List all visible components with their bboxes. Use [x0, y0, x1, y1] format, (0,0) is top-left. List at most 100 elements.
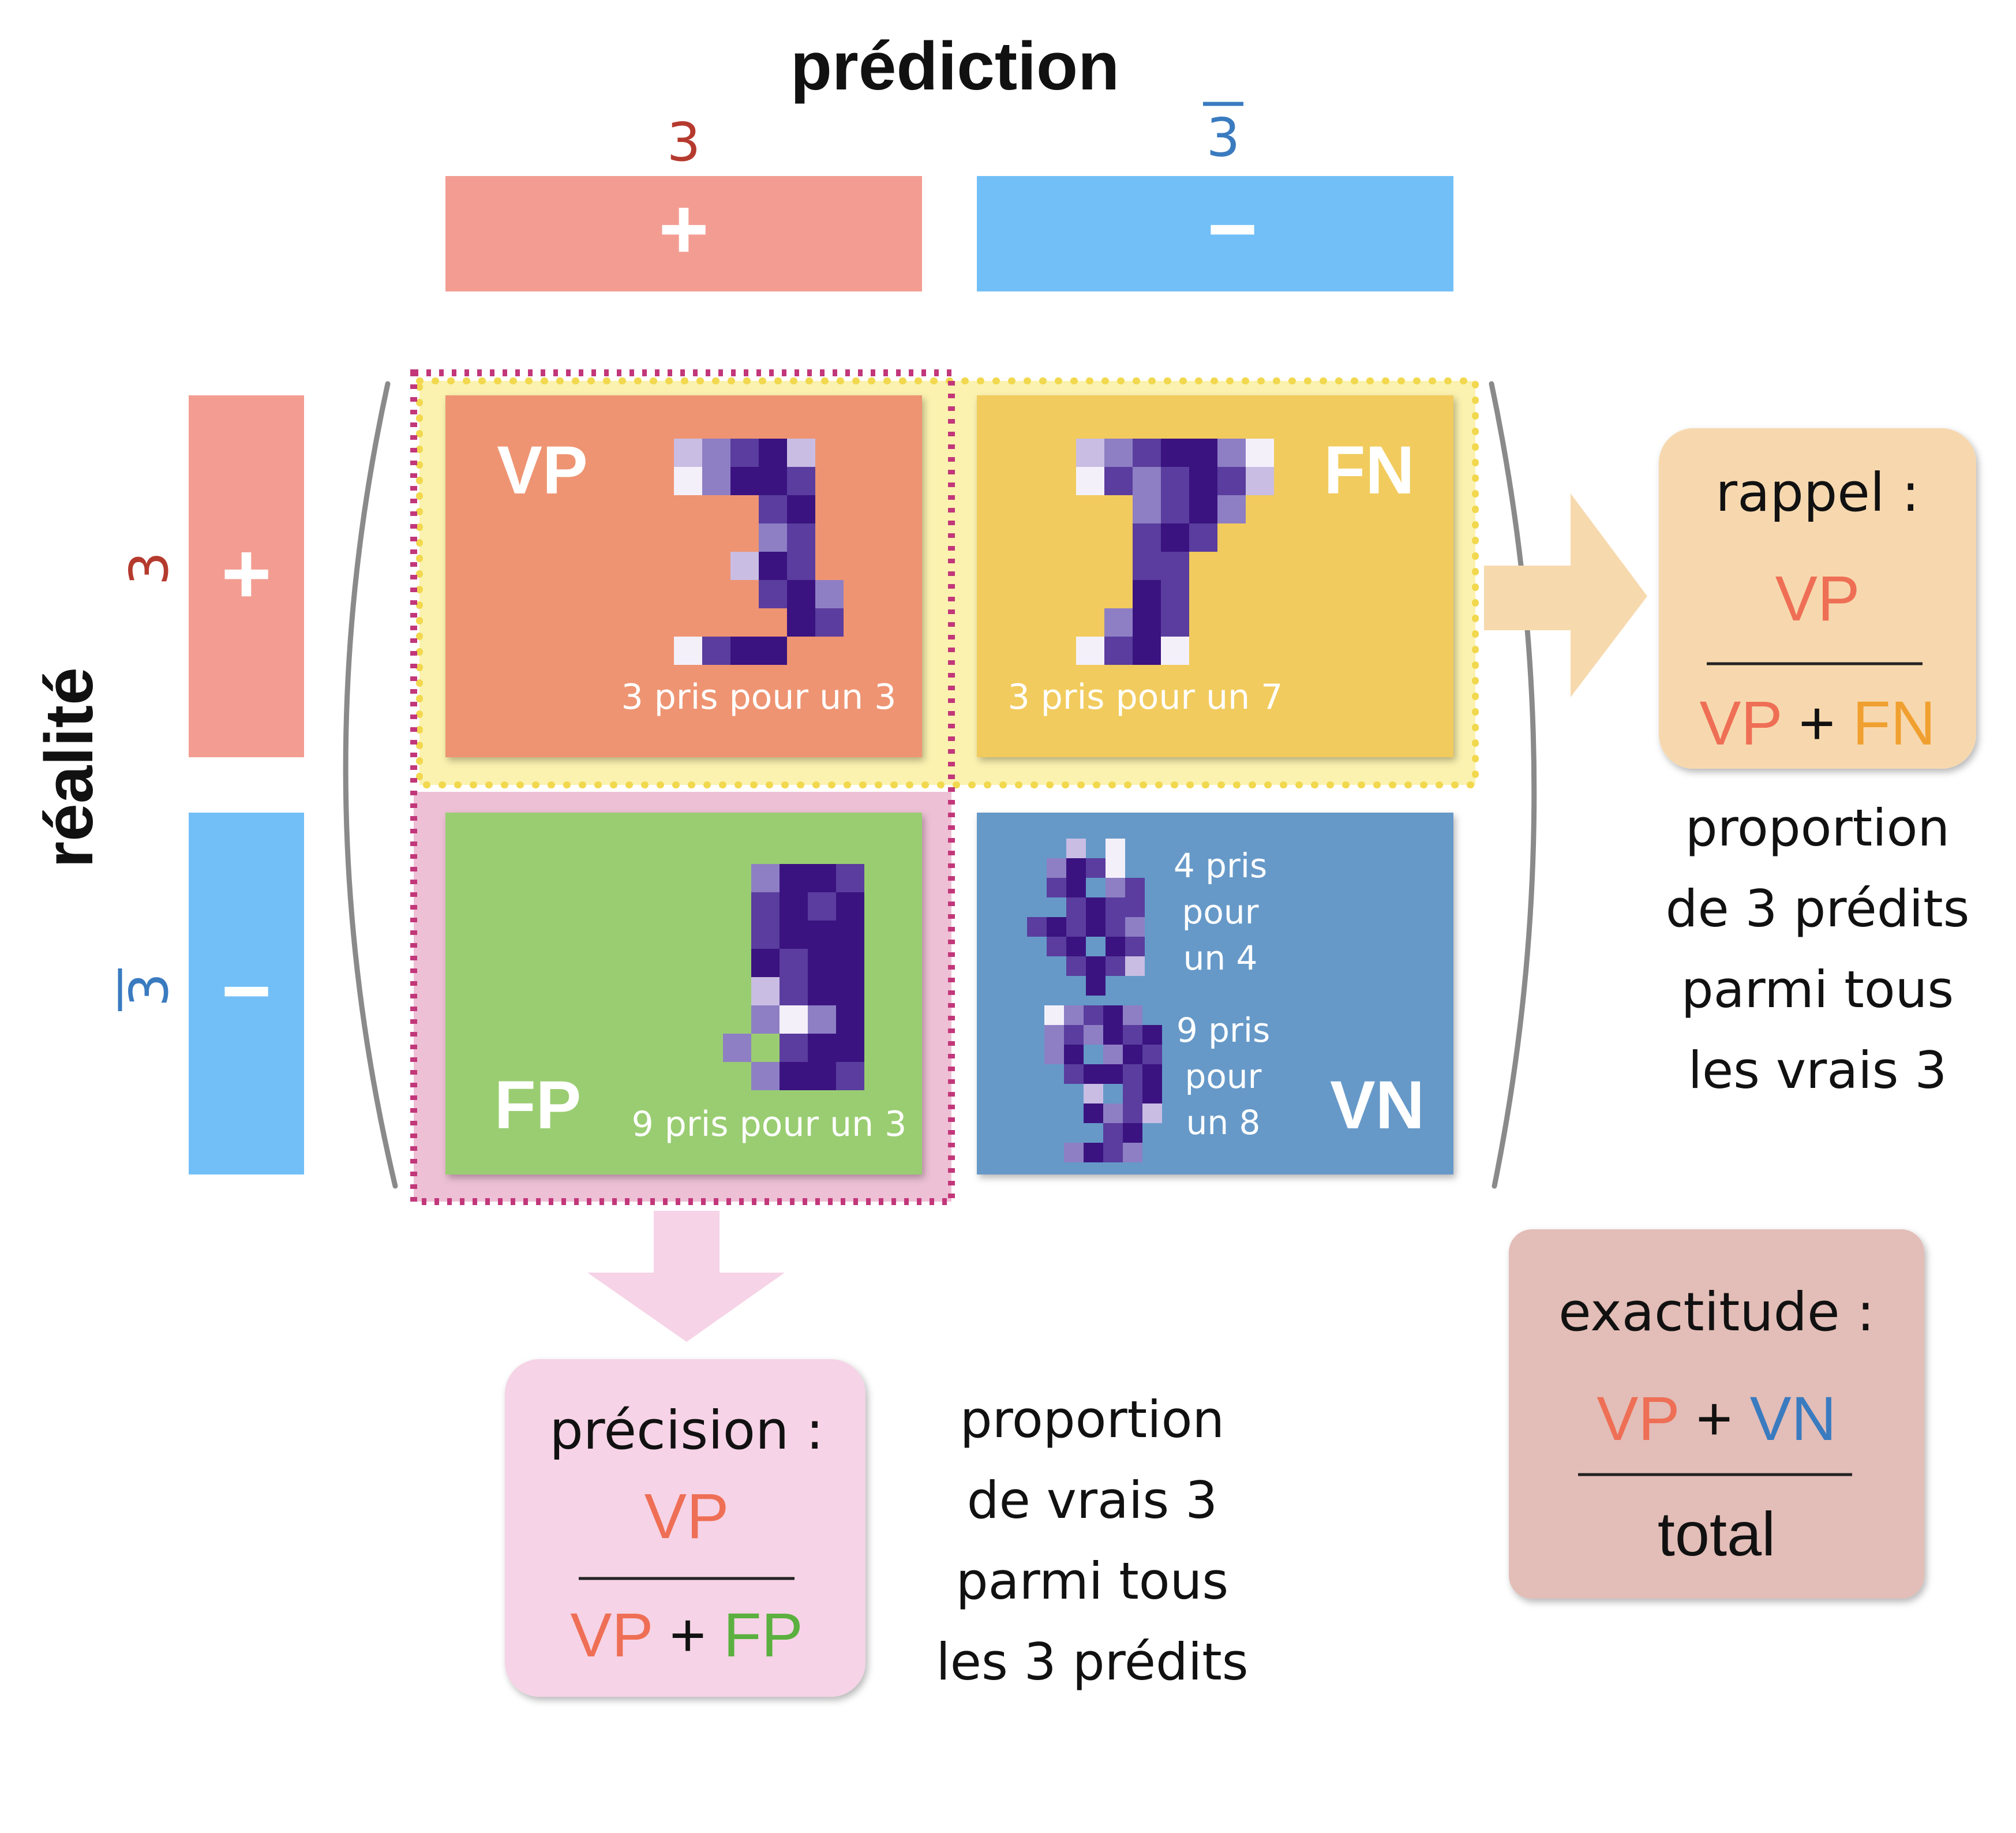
- precision-denominator: VP + FP: [570, 1600, 803, 1670]
- digit-pixel: [674, 637, 702, 665]
- digit-image-vp: [674, 439, 844, 665]
- digit-pixel: [1217, 439, 1246, 467]
- digit-pixel: [780, 1005, 808, 1034]
- digit-pixel: [1161, 495, 1189, 523]
- row-header-positive-bar: [189, 395, 304, 757]
- digit-pixel: [751, 1062, 780, 1090]
- precision-note-line-1: proportion: [960, 1390, 1224, 1449]
- digit-pixel: [1125, 956, 1145, 976]
- digit-pixel: [1084, 1025, 1103, 1045]
- digit-pixel: [1123, 1045, 1142, 1064]
- recall-note-line-4: les vrais 3: [1688, 1041, 1947, 1100]
- digit-pixel: [1246, 467, 1274, 495]
- digit-pixel: [1084, 1005, 1103, 1025]
- digit-image-vn-4: [1027, 839, 1145, 996]
- digit-pixel: [1133, 439, 1161, 467]
- cell-fn-abbr: FN: [1324, 432, 1414, 508]
- digit-pixel: [1106, 956, 1125, 976]
- digit-pixel: [759, 467, 787, 495]
- digit-pixel: [1142, 1045, 1162, 1064]
- digit-pixel: [1076, 439, 1104, 467]
- digit-pixel: [1125, 917, 1145, 937]
- accuracy-denominator: total: [1658, 1499, 1775, 1569]
- digit-pixel: [1189, 495, 1217, 523]
- accuracy-num-vn: VN: [1750, 1383, 1837, 1453]
- digit-pixel: [780, 977, 808, 1005]
- digit-pixel: [1103, 1103, 1123, 1123]
- digit-pixel: [1189, 439, 1217, 467]
- digit-pixel: [1044, 1045, 1064, 1064]
- digit-pixel: [1064, 1025, 1084, 1045]
- precision-title: précision :: [549, 1400, 823, 1461]
- digit-pixel: [808, 977, 836, 1005]
- reality-title: réalité: [31, 667, 107, 868]
- cell-fn-caption: 3 pris pour un 7: [1008, 677, 1283, 717]
- recall-den-vp: VP: [1699, 688, 1781, 758]
- prediction-title: prédiction: [790, 28, 1119, 104]
- cell-vn-caption-2-line-1: 9 pris: [1176, 1011, 1270, 1050]
- digit-pixel: [787, 608, 815, 637]
- digit-pixel: [1106, 858, 1125, 878]
- accuracy-num-space-2: [1733, 1383, 1750, 1453]
- digit-pixel: [751, 864, 780, 892]
- row-label-positive-group: 3: [118, 552, 180, 586]
- precision-column-dotted-border: [410, 369, 955, 1205]
- digit-pixel: [1125, 878, 1145, 897]
- digit-image-fn: [1076, 439, 1274, 665]
- digit-pixel: [815, 608, 844, 637]
- digit-pixel: [836, 1062, 864, 1090]
- digit-pixel: [1086, 858, 1106, 878]
- digit-pixel: [1047, 878, 1066, 897]
- recall-row-dotted-border: [416, 377, 1479, 788]
- col-header-positive-bar: [445, 176, 922, 291]
- precision-den-space-2: [706, 1600, 724, 1670]
- digit-pixel: [1246, 439, 1274, 467]
- digit-pixel: [759, 637, 787, 665]
- digit-pixel: [1064, 1005, 1084, 1025]
- digit-pixel: [780, 949, 808, 977]
- digit-pixel: [1044, 1025, 1064, 1045]
- accuracy-num-vp: VP: [1597, 1383, 1678, 1453]
- digit-pixel: [1133, 637, 1161, 665]
- digit-pixel: [780, 892, 808, 921]
- digit-pixel: [1133, 495, 1161, 523]
- digit-pixel: [1106, 839, 1125, 858]
- digit-pixel: [759, 495, 787, 523]
- digit-pixel: [1106, 878, 1125, 897]
- digit-pixel: [1133, 552, 1161, 580]
- digit-pixel: [1161, 523, 1189, 552]
- recall-den-plus: +: [1799, 688, 1835, 758]
- digit-pixel: [1084, 1143, 1103, 1162]
- digit-pixel: [1066, 956, 1086, 976]
- cell-vp-caption: 3 pris pour un 3: [621, 677, 897, 717]
- digit-pixel: [1104, 637, 1133, 665]
- digit-pixel: [836, 1034, 864, 1062]
- digit-pixel: [751, 949, 780, 977]
- recall-note-line-1: proportion: [1685, 798, 1950, 858]
- digit-pixel: [1104, 439, 1133, 467]
- precision-note-line-3: parmi tous: [956, 1551, 1229, 1611]
- digit-pixel: [1047, 937, 1066, 956]
- cell-vp-abbr: VP: [497, 432, 587, 508]
- digit-pixel: [1044, 1005, 1064, 1025]
- row-header-negative-bar: [189, 813, 304, 1174]
- precision-den-fp: FP: [724, 1600, 803, 1670]
- digit-pixel: [1047, 858, 1066, 878]
- cell-vn-caption-1-line-1: 4 pris: [1174, 846, 1267, 885]
- digit-pixel: [1076, 467, 1104, 495]
- precision-box: [505, 1359, 865, 1697]
- recall-box: [1659, 428, 1976, 769]
- accuracy-num-space-1: [1678, 1383, 1696, 1453]
- digit-pixel: [787, 439, 815, 467]
- digit-pixel: [836, 977, 864, 1005]
- recall-note-line-2: de 3 prédits: [1666, 879, 1970, 938]
- digit-pixel: [1103, 1143, 1123, 1162]
- digit-pixel: [787, 552, 815, 580]
- digit-pixel: [1103, 1005, 1123, 1025]
- digit-pixel: [1084, 1103, 1103, 1123]
- digit-pixel: [1161, 580, 1189, 608]
- digit-pixel: [1106, 937, 1125, 956]
- digit-pixel: [759, 580, 787, 608]
- digit-pixel: [1066, 878, 1086, 897]
- col-label-positive: 3: [667, 111, 701, 173]
